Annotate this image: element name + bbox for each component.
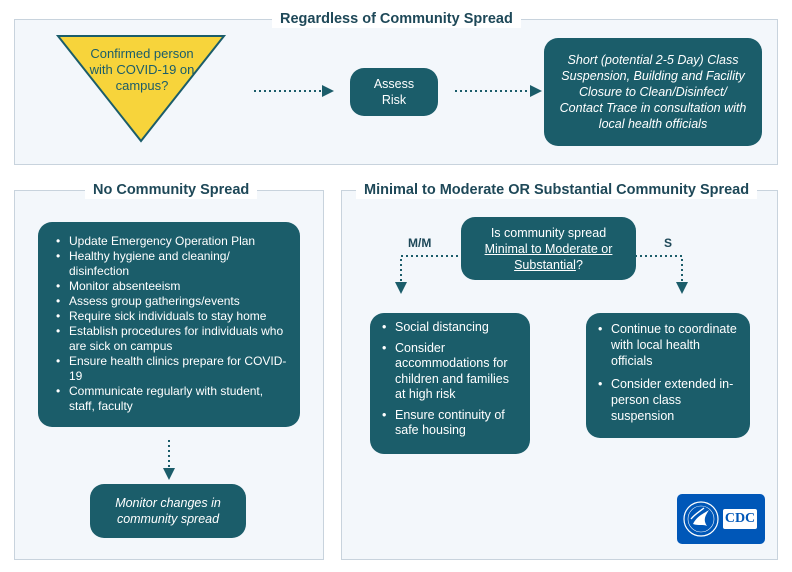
no-spread-list: Update Emergency Operation Plan Healthy …	[56, 234, 290, 414]
top-section-title: Regardless of Community Spread	[272, 10, 521, 28]
no-spread-actions-box: Update Emergency Operation Plan Healthy …	[38, 222, 300, 427]
cdc-logo: CDC	[677, 494, 765, 544]
list-item: Healthy hygiene and cleaning/ disinfecti…	[56, 249, 290, 279]
hhs-seal-icon	[683, 501, 719, 537]
list-item: Consider extended in-person class suspen…	[598, 376, 742, 424]
assess-risk-box: Assess Risk	[350, 68, 438, 116]
arrowhead-mm	[395, 282, 407, 294]
question-mark: ?	[575, 257, 583, 272]
list-item: Communicate regularly with student, staf…	[56, 384, 290, 414]
s-list: Continue to coordinate with local health…	[598, 321, 742, 424]
question-line-1: Is community spread	[490, 225, 607, 240]
list-item: Require sick individuals to stay home	[56, 309, 290, 324]
label-mm: M/M	[408, 236, 432, 250]
assess-risk-label: Assess Risk	[373, 77, 415, 107]
monitor-changes-text: Monitor changes in community spread	[115, 496, 221, 526]
question-line-2: Minimal to Moderate or	[484, 241, 613, 256]
left-section-title: No Community Spread	[85, 181, 258, 199]
label-s: S	[664, 236, 673, 250]
arrow-to-mm	[400, 255, 458, 282]
list-item: Assess group gatherings/events	[56, 294, 290, 309]
list-item: Continue to coordinate with local health…	[598, 321, 742, 369]
cdc-wordmark: CDC	[723, 509, 757, 529]
s-actions-box: Continue to coordinate with local health…	[586, 313, 750, 438]
triangle-text: Confirmed person with COVID-19 on campus…	[89, 46, 195, 93]
list-item: Social distancing	[382, 320, 522, 336]
class-suspension-box: Short (potential 2-5 Day) Class Suspensi…	[544, 38, 762, 146]
list-item: Ensure health clinics prepare for COVID-…	[56, 354, 290, 384]
arrowhead-assess	[322, 85, 334, 97]
mm-list: Social distancing Consider accommodation…	[382, 320, 522, 439]
right-section-title: Minimal to Moderate OR Substantial Commu…	[356, 181, 758, 199]
arrowhead-monitor	[163, 468, 175, 480]
decision-triangle	[55, 35, 227, 143]
arrowhead-action	[530, 85, 542, 97]
monitor-changes-box: Monitor changes in community spread	[90, 484, 246, 538]
class-suspension-text: Short (potential 2-5 Day) Class Suspensi…	[559, 53, 747, 131]
list-item: Ensure continuity of safe housing	[382, 408, 522, 439]
question-substantial: Substantial	[514, 257, 576, 272]
arrowhead-s	[676, 282, 688, 294]
arrow-to-s	[630, 255, 683, 282]
list-item: Monitor absenteeism	[56, 279, 290, 294]
list-item: Consider accommodations for children and…	[382, 341, 522, 403]
mm-actions-box: Social distancing Consider accommodation…	[370, 313, 530, 454]
list-item: Establish procedures for individuals who…	[56, 324, 290, 354]
list-item: Update Emergency Operation Plan	[56, 234, 290, 249]
spread-question-box: Is community spread Minimal to Moderate …	[461, 217, 636, 280]
question-line-3: Substantial?	[514, 257, 583, 273]
